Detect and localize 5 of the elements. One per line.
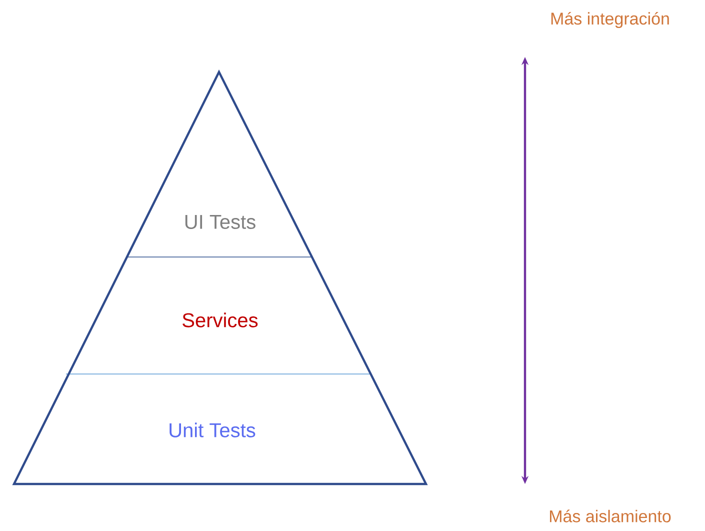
layer-label: Services (182, 312, 258, 328)
layer-label: UI Tests (185, 215, 256, 229)
axis-label: Más integración (551, 12, 669, 28)
axis-label: Más aislamiento (550, 510, 671, 522)
layer-label: Unit Tests (170, 422, 256, 438)
